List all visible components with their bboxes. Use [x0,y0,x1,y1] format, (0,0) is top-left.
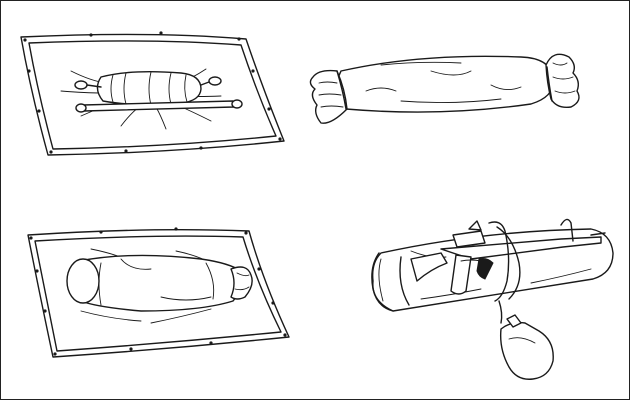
panel-step-3 [28,227,289,357]
wrapped-roll-3 [67,255,252,311]
panel-step-2 [310,54,579,123]
canteen-4 [501,315,554,379]
panel-step-1 [21,31,284,155]
bedroll-tied-2 [337,56,554,112]
panel-step-4 [372,219,613,379]
bedroll-right-end-2 [546,54,579,107]
